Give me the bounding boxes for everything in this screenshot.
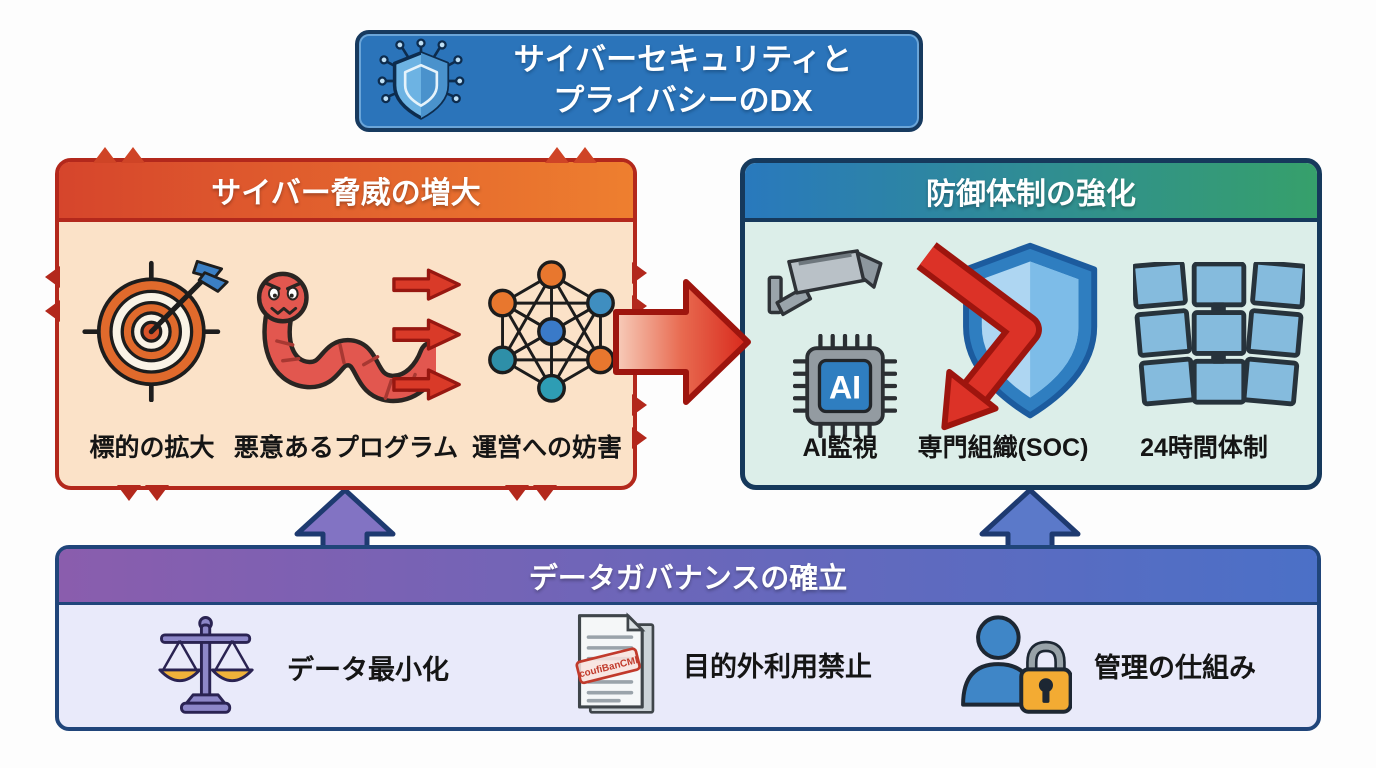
title-line-2: プライバシーのDX (553, 83, 813, 118)
jagged-spike (121, 147, 145, 163)
defense-item-label: 専門組織(SOC) (917, 434, 1089, 462)
threat-header: サイバー脅威の増大 (59, 162, 633, 222)
threat-item-label: 標的の拡大 (89, 434, 215, 462)
jagged-spike (632, 427, 647, 449)
defense-header: 防御体制の強化 (745, 163, 1317, 222)
threat-body: 標的の拡大 悪意あるプログラム 運営への妨害 (59, 222, 633, 486)
shield-deflect-arrow-icon (916, 242, 1098, 431)
security-camera-icon (767, 249, 883, 317)
governance-item: データ最小化 (147, 615, 449, 719)
triple-arrows-icon (392, 268, 461, 401)
jagged-spike (145, 485, 169, 501)
balance-scales-icon (158, 616, 254, 714)
jagged-spike (45, 266, 60, 288)
governance-item-label: 管理の仕組み (1094, 652, 1256, 683)
governance-panel: データガバナンスの確立 データ最小化 (55, 545, 1321, 731)
target-arrow-icon (82, 259, 229, 402)
jagged-spike (93, 147, 117, 163)
jagged-spike (545, 147, 569, 163)
jagged-spike (573, 147, 597, 163)
jagged-spike (505, 485, 529, 501)
threat-item-label: 運営への妨害 (471, 434, 622, 462)
stamped-document-icon: coufiBanCMl (575, 612, 655, 714)
person-lock-icon (961, 615, 1072, 714)
defense-item-label: 24時間体制 (1140, 434, 1268, 462)
governance-item-label: データ最小化 (287, 654, 449, 685)
governance-item: coufiBanCMl 目的外利用禁止 (567, 609, 872, 719)
defense-item-label: AI監視 (802, 434, 878, 462)
page-title: サイバーセキュリティと プライバシーのDX (465, 40, 901, 122)
ai-chip-text: AI (829, 369, 861, 405)
threat-to-defense-arrow (613, 279, 751, 405)
ai-chip-icon: AI (793, 334, 897, 438)
defense-panel: 防御体制の強化 AI (740, 158, 1322, 490)
title-box: サイバーセキュリティと プライバシーのDX (355, 30, 923, 132)
jagged-spike (632, 394, 647, 416)
governance-to-defense-arrow (979, 487, 1081, 572)
governance-header: データガバナンスの確立 (59, 549, 1317, 605)
governance-body: データ最小化 coufiBanCMl (59, 605, 1317, 727)
shield-circuit-icon (377, 38, 465, 120)
jagged-spike (533, 485, 557, 501)
governance-item-label: 目的外利用禁止 (683, 651, 872, 682)
title-line-1: サイバーセキュリティと (513, 42, 853, 78)
jagged-spike (632, 262, 647, 284)
governance-item: 管理の仕組み (952, 613, 1256, 717)
network-graph-icon (488, 260, 615, 403)
jagged-spike (45, 300, 60, 322)
defense-body: AI (745, 222, 1317, 485)
governance-to-threat-arrow (294, 487, 396, 572)
threat-item-label: 悪意あるプログラム (233, 434, 459, 462)
jagged-spike (117, 485, 141, 501)
threat-panel: サイバー脅威の増大 (45, 147, 647, 501)
monitor-wall-icon (1133, 262, 1305, 407)
